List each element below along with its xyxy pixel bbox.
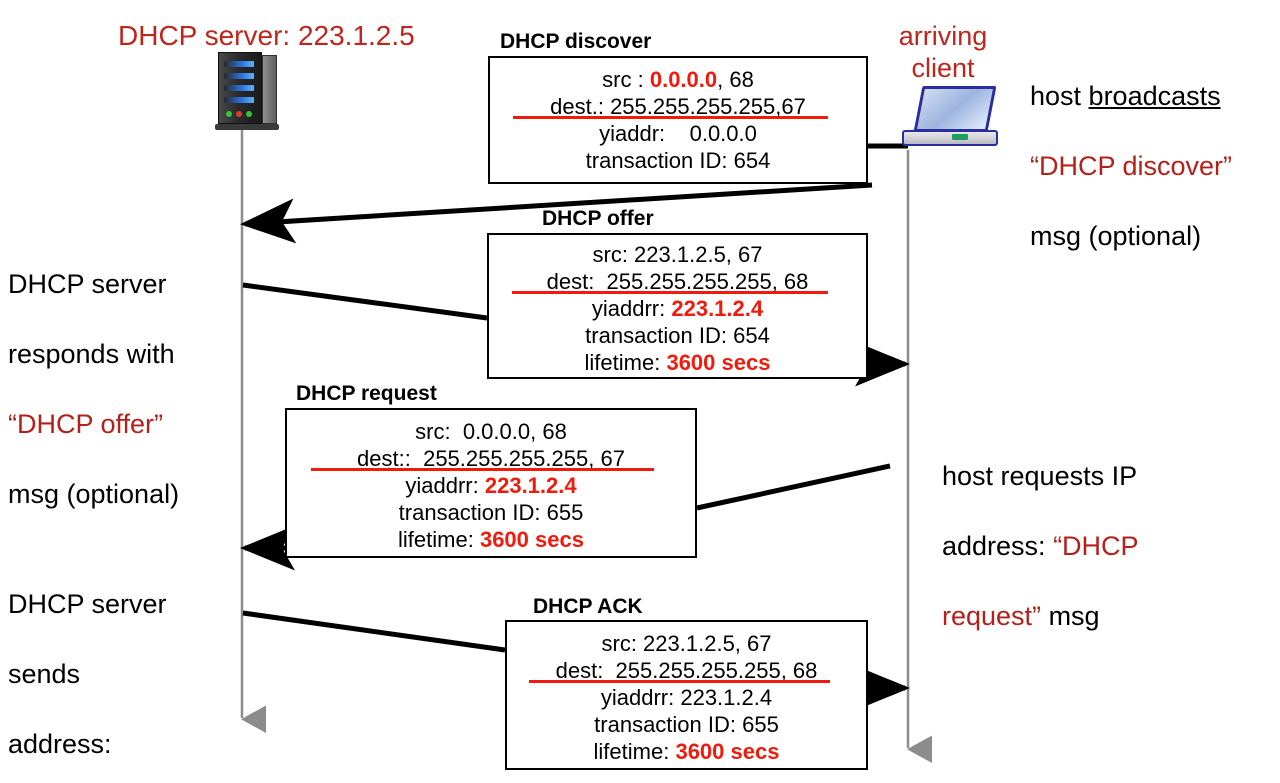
offer-server-stub (242, 282, 488, 321)
request-line-lifetime: lifetime: 3600 secs (398, 527, 584, 552)
offer-line-yiaddr: yiaddrr: 223.1.2.4 (591, 296, 764, 321)
ack-line-lifetime: lifetime: 3600 secs (593, 739, 780, 764)
host-requests-l3-red: request” (942, 601, 1042, 631)
ack-line-yiaddr: yiaddrr: 223.1.2.4 (600, 685, 773, 710)
ack-server-stub (242, 610, 506, 653)
ack-line-xid: transaction ID: 655 (594, 712, 779, 737)
ack-line-src: src: 223.1.2.5, 67 (601, 631, 772, 656)
server-sends-l1: DHCP server (8, 589, 167, 619)
annotation-host-requests: host requests IP address: “DHCP request”… (942, 424, 1232, 669)
discover-line-src: src : 0.0.0.0, 68 (602, 67, 754, 92)
annotation-server-sends: DHCP server sends address: “DHCP ack” ms… (8, 552, 233, 783)
discover-message-box: src : 0.0.0.0, 68 dest.: 255.255.255.255… (488, 56, 868, 184)
request-box-label: DHCP request (296, 382, 437, 405)
request-client-stub (696, 463, 891, 511)
discover-line-dest: dest.: 255.255.255.255,67 (490, 93, 866, 120)
server-tower-icon (215, 52, 280, 132)
server-sends-l2: sends (8, 659, 81, 689)
offer-line-lifetime: lifetime: 3600 secs (584, 350, 771, 375)
offer-box-label: DHCP offer (542, 207, 654, 230)
host-requests-l1: host requests IP (942, 461, 1138, 491)
ack-line-dest: dest: 255.255.255.255, 68 (507, 657, 866, 684)
host-requests-l2-red: “DHCP (1053, 531, 1139, 561)
client-title: arriving client (898, 21, 988, 83)
request-line-src: src: 0.0.0.0, 68 (415, 419, 567, 444)
server-sends-l3: address: (8, 729, 112, 759)
annotation-host-broadcasts: host broadcasts “DHCP discover” msg (opt… (1030, 44, 1280, 289)
offer-message-box: src: 223.1.2.5, 67 dest: 255.255.255.255… (487, 233, 868, 379)
server-responds-l2: responds with (8, 339, 175, 369)
discover-line-xid: transaction ID: 654 (585, 148, 771, 173)
annotation-server-responds: DHCP server responds with “DHCP offer” m… (8, 232, 233, 547)
ack-box-label: DHCP ACK (533, 595, 643, 618)
server-title: DHCP server: 223.1.2.5 (118, 20, 415, 51)
server-responds-msg-name: “DHCP offer” (8, 409, 164, 439)
server-responds-optional: msg (optional) (8, 479, 180, 509)
request-message-box: src: 0.0.0.0, 68 dest:: 255.255.255.255,… (285, 408, 697, 558)
host-requests-l3-plain: msg (1041, 601, 1100, 631)
host-broadcasts-plain: host (1030, 81, 1089, 111)
server-responds-l1: DHCP server (8, 269, 167, 299)
host-broadcasts-underlined: broadcasts (1088, 81, 1221, 111)
host-requests-l2-plain: address: (942, 531, 1054, 561)
host-broadcasts-msg-name: “DHCP discover” (1030, 151, 1233, 181)
request-line-yiaddr: yiaddrr: 223.1.2.4 (405, 473, 577, 498)
laptop-icon (900, 86, 1004, 150)
ack-message-box: src: 223.1.2.5, 67 dest: 255.255.255.255… (505, 620, 868, 770)
discover-box-label: DHCP discover (500, 30, 652, 53)
request-line-dest: dest:: 255.255.255.255, 67 (287, 445, 695, 472)
request-line-xid: transaction ID: 655 (398, 500, 584, 525)
offer-line-src: src: 223.1.2.5, 67 (592, 242, 763, 267)
offer-line-xid: transaction ID: 654 (585, 323, 770, 348)
offer-line-dest: dest: 255.255.255.255, 68 (489, 268, 866, 295)
discover-line-yiaddr: yiaddr: 0.0.0.0 (599, 121, 757, 146)
host-broadcasts-optional: msg (optional) (1030, 221, 1202, 251)
